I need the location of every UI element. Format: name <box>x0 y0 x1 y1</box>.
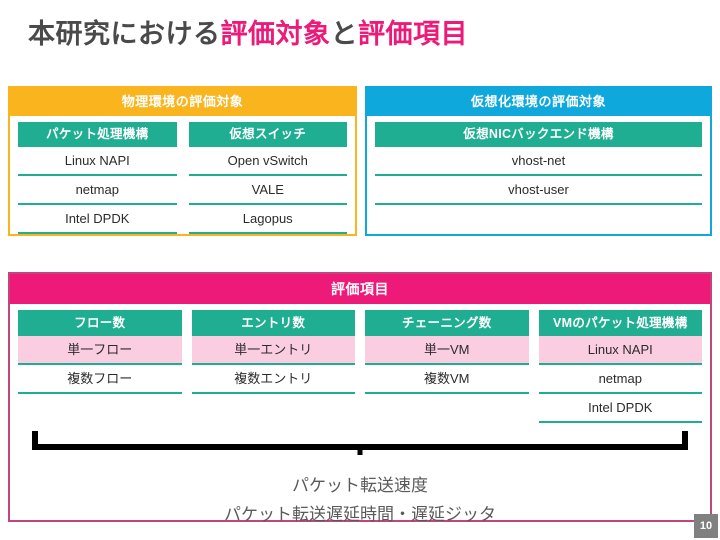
virtual-group-body: 仮想NICバックエンド機構 vhost-net vhost-user <box>367 116 710 240</box>
physical-environment-group: 物理環境の評価対象 パケット処理機構 Linux NAPI netmap Int… <box>8 86 357 236</box>
evaluation-items-group: 評価項目 フロー数 単一フロー 複数フロー エントリ数 単一エントリ 複数エント… <box>8 272 712 522</box>
virtual-group-header: 仮想化環境の評価対象 <box>367 88 710 116</box>
page-title-part1: 本研究における <box>28 19 221 49</box>
list-item-empty <box>375 205 702 232</box>
column-vm-packet-processing: VMのパケット処理機構 Linux NAPI netmap Intel DPDK <box>538 310 702 423</box>
page-title-part3: と <box>330 19 358 49</box>
eval-group-body: フロー数 単一フロー 複数フロー エントリ数 単一エントリ 複数エントリ チェー… <box>10 304 710 431</box>
list-item[interactable]: Linux NAPI <box>538 336 702 365</box>
column-flow-count: フロー数 単一フロー 複数フロー <box>18 310 182 423</box>
list-item[interactable]: VALE <box>188 176 347 205</box>
list-item[interactable]: 単一エントリ <box>191 336 355 365</box>
list-item[interactable]: 複数エントリ <box>191 365 355 394</box>
list-item[interactable]: Linux NAPI <box>18 147 177 176</box>
list-item[interactable]: 複数フロー <box>18 365 182 394</box>
list-item-empty <box>365 394 529 421</box>
list-item[interactable]: vhost-user <box>375 176 702 205</box>
metric-packet-forwarding-speed: パケット転送速度 <box>292 476 428 495</box>
eval-group-header: 評価項目 <box>10 274 710 304</box>
list-item-empty <box>18 394 182 421</box>
page-title-part2: 評価対象 <box>220 19 331 49</box>
column-chaining-count: チェーニング数 単一VM 複数VM <box>365 310 529 423</box>
metric-packet-latency-jitter: パケット転送遅延時間・遅延ジッタ <box>224 505 496 524</box>
list-item[interactable]: 単一VM <box>365 336 529 365</box>
list-item[interactable]: 複数VM <box>365 365 529 394</box>
list-item[interactable]: Open vSwitch <box>188 147 347 176</box>
column-virtual-switch: 仮想スイッチ Open vSwitch VALE Lagopus <box>188 122 347 234</box>
page-title: 本研究における評価対象と評価項目 <box>28 18 468 50</box>
list-item[interactable]: Lagopus <box>188 205 347 234</box>
column-packet-processing: パケット処理機構 Linux NAPI netmap Intel DPDK <box>18 122 177 234</box>
page-number-badge: 10 <box>694 514 718 538</box>
list-item-empty <box>192 394 356 421</box>
column-header: パケット処理機構 <box>18 122 177 147</box>
physical-group-header: 物理環境の評価対象 <box>10 88 355 116</box>
column-header: エントリ数 <box>191 310 355 336</box>
list-item[interactable]: Intel DPDK <box>18 205 177 234</box>
column-header: VMのパケット処理機構 <box>538 310 702 336</box>
page-title-part4: 評価項目 <box>358 19 468 49</box>
column-entry-count: エントリ数 単一エントリ 複数エントリ <box>191 310 356 423</box>
list-item[interactable]: netmap <box>538 365 702 394</box>
list-item[interactable]: 単一フロー <box>18 336 182 365</box>
column-header: 仮想NICバックエンド機構 <box>375 122 702 147</box>
column-header: 仮想スイッチ <box>188 122 347 147</box>
list-item[interactable]: netmap <box>18 176 177 205</box>
physical-group-body: パケット処理機構 Linux NAPI netmap Intel DPDK 仮想… <box>10 116 355 242</box>
list-item[interactable]: vhost-net <box>375 147 702 176</box>
virtual-environment-group: 仮想化環境の評価対象 仮想NICバックエンド機構 vhost-net vhost… <box>365 86 712 236</box>
column-header: フロー数 <box>18 310 182 336</box>
list-item[interactable]: Intel DPDK <box>538 394 702 423</box>
column-header: チェーニング数 <box>365 310 529 336</box>
column-vnic-backend: 仮想NICバックエンド機構 vhost-net vhost-user <box>375 122 702 232</box>
